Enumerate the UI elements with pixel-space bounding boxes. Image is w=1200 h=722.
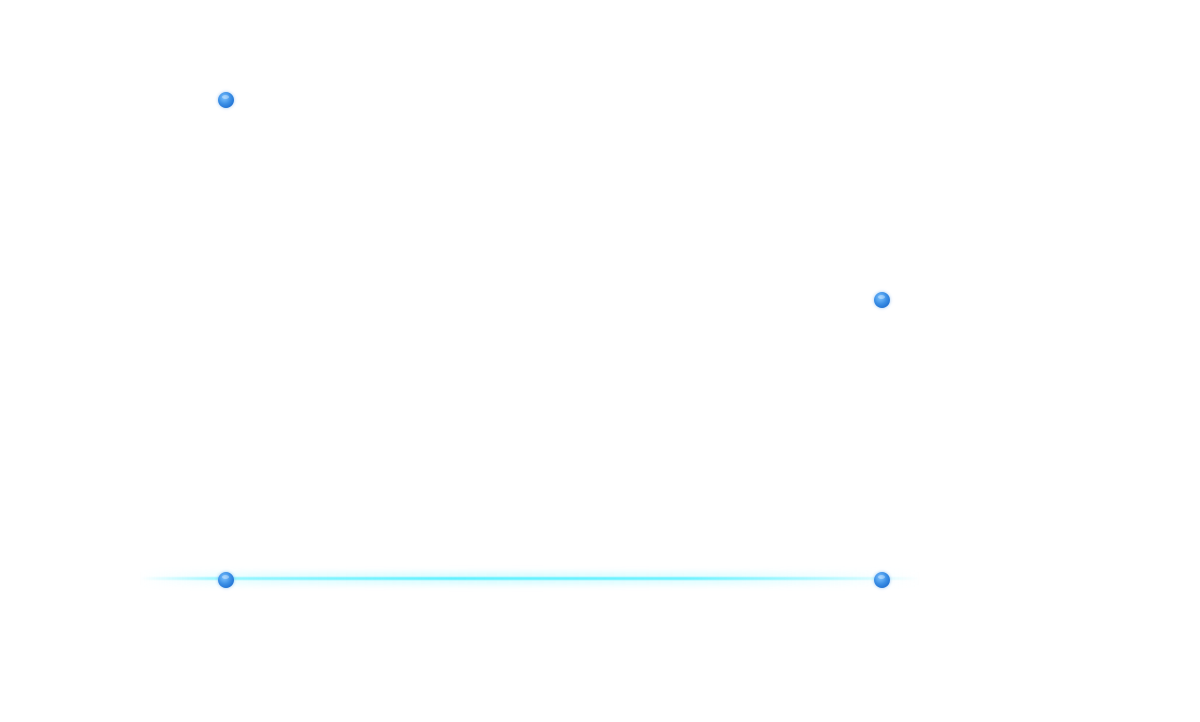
node-bottom-right[interactable] [874, 572, 890, 588]
node-middle-right[interactable] [874, 292, 890, 308]
node-top-left[interactable] [218, 92, 234, 108]
node-bottom-left[interactable] [218, 572, 234, 588]
glow-line [140, 577, 920, 580]
